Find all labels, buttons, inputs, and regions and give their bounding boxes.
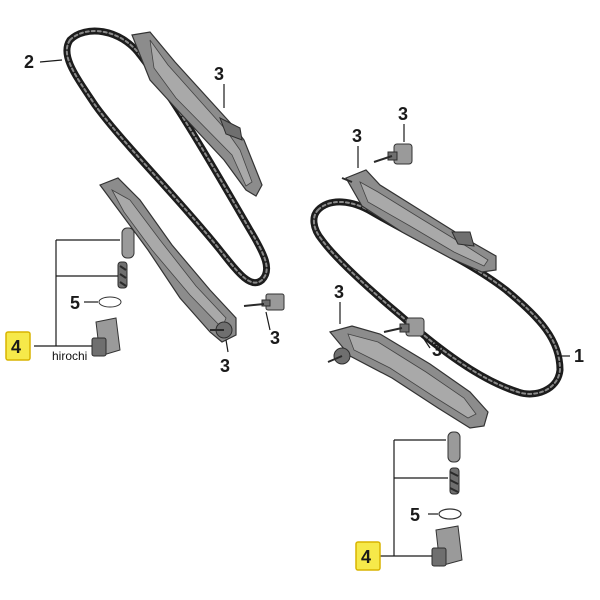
highlight-box-right <box>355 541 381 571</box>
callout-pin-left-bottom: 3 <box>220 356 230 376</box>
tensioner-assembly-left <box>91 227 135 357</box>
guide-rail-upper-left <box>131 31 263 197</box>
watermark-text: hirochi <box>52 349 87 363</box>
bolt-lower-right <box>383 317 425 337</box>
tensioner-rail-left <box>99 177 237 343</box>
callout-bolt-mid-left: 3 <box>270 328 280 348</box>
callout-rail-lower-right: 3 <box>334 282 344 302</box>
guide-rail-upper-right <box>341 169 497 273</box>
callout-seal-right: 5 <box>410 505 420 525</box>
callout-seal-left: 5 <box>70 293 80 313</box>
bolt-mid-left <box>243 293 285 311</box>
highlight-box-left <box>5 331 31 361</box>
callout-tensioner-left: 4 <box>11 337 21 357</box>
callout-tensioner-right: 4 <box>361 547 371 567</box>
callout-chain-2: 2 <box>24 52 34 72</box>
callout-chain-1: 1 <box>574 346 584 366</box>
guide-rail-lower-right <box>327 325 489 429</box>
leader-lines <box>34 59 570 557</box>
callout-bolt-top-right: 3 <box>398 104 408 124</box>
tensioner-assembly-right <box>431 431 463 567</box>
callout-bolt-lower-right: 3 <box>432 340 442 360</box>
callout-rail-top-right: 3 <box>352 126 362 146</box>
callout-rail-top-left: 3 <box>214 64 224 84</box>
bolt-top-right <box>373 143 413 165</box>
